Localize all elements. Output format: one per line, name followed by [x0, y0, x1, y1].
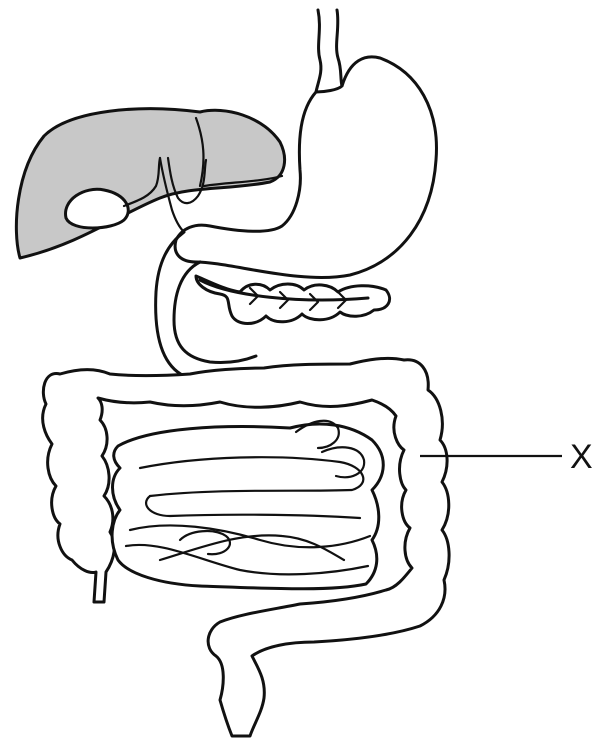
- gall-bladder: [66, 189, 129, 228]
- pancreas: [196, 276, 390, 324]
- oesophagus: [316, 10, 342, 92]
- small-intestine: [112, 421, 383, 589]
- label-x: X: [570, 438, 593, 476]
